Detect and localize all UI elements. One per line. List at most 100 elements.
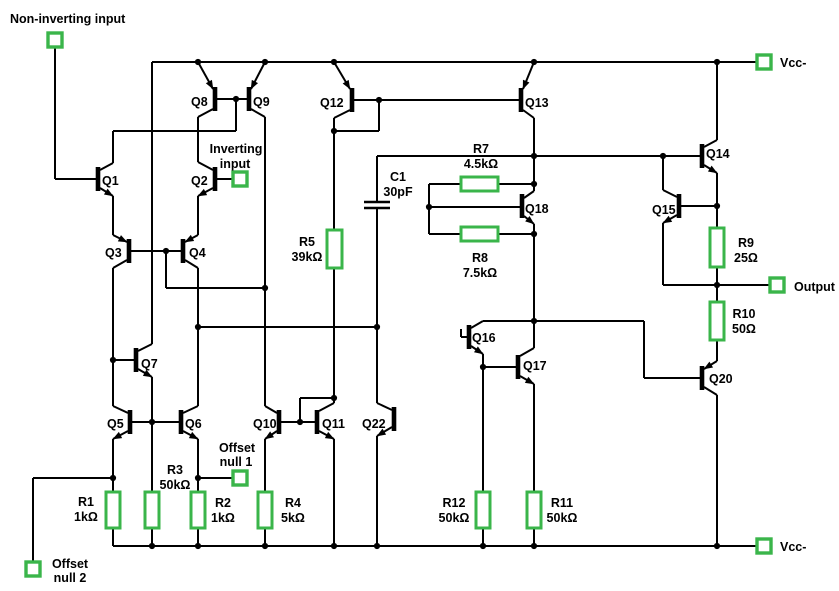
resistor-value: 7.5kΩ [463, 266, 497, 280]
terminal-pad [755, 537, 773, 555]
wire [197, 108, 214, 118]
resistor-body [104, 490, 122, 530]
junction-dot [194, 58, 202, 66]
wire [519, 347, 535, 357]
junction-dot [530, 152, 538, 160]
resistor-name: R12 [443, 496, 466, 510]
resistor-value: 50kΩ [547, 511, 578, 525]
wire [182, 405, 199, 414]
resistor-r1: R1 1kΩ [74, 490, 122, 530]
resistor-value: 1kΩ [74, 510, 98, 524]
emitter [197, 187, 214, 197]
wire [333, 109, 351, 119]
junction-dot [713, 202, 721, 210]
wire [703, 139, 718, 148]
transistor-q3: Q3 [105, 234, 181, 269]
junction-dot [713, 542, 721, 550]
transistor-label: Q6 [185, 417, 202, 431]
emitter [184, 234, 199, 243]
transistor-label: Q5 [107, 417, 124, 431]
terminals: Non-inverting input Inverting input Vcc-… [10, 12, 836, 585]
terminal-label: Non-inverting input [10, 12, 126, 26]
emitter [519, 375, 535, 385]
transistor-q15: Q15 [652, 189, 717, 224]
resistor-value: 39kΩ [292, 250, 323, 264]
junction-dot [713, 58, 721, 66]
junction-dots [109, 58, 721, 550]
junction-dot [194, 323, 202, 331]
emitter [662, 214, 678, 224]
resistor-r9: R9 25Ω [708, 226, 758, 269]
resistor-name: R2 [215, 496, 231, 510]
junction-dot [261, 542, 269, 550]
wire [523, 190, 535, 199]
junction-dot [530, 542, 538, 550]
wire [318, 402, 335, 412]
resistor-body [708, 226, 726, 269]
resistor-r12: R12 50kΩ [439, 490, 492, 530]
terminal-pad [24, 560, 42, 578]
transistor-q17: Q17 [515, 347, 547, 385]
transistors: Q1 Q2 Q3 Q4 Q5 [55, 61, 733, 440]
transistor-q18: Q18 [519, 190, 549, 225]
wire [99, 162, 114, 171]
terminal-pad [768, 276, 786, 294]
transistor-q9: Q9 [246, 61, 270, 118]
junction-dot [162, 247, 170, 255]
resistor-body [256, 490, 274, 530]
capacitor-name: C1 [390, 170, 406, 184]
terminal-pad [46, 31, 64, 49]
transistor-label: Q17 [523, 359, 547, 373]
terminal-offset-null-2: Offset null 2 [24, 557, 89, 585]
resistor-value: 4.5kΩ [464, 157, 498, 171]
transistor-q7: Q7 [113, 343, 158, 378]
wire [137, 343, 153, 352]
transistor-label: Q13 [525, 96, 549, 110]
transistor-q14: Q14 [663, 139, 730, 174]
emitter [182, 430, 199, 440]
wire [703, 386, 718, 396]
transistor-label: Q1 [102, 174, 119, 188]
junction-dot [109, 474, 117, 482]
transistor-q16: Q16 [466, 320, 496, 355]
junction-dot [713, 281, 721, 289]
transistor-q5: Q5 [107, 405, 179, 440]
transistor-q22: Q22 [362, 402, 397, 437]
resistor-r10: R10 50Ω [708, 300, 756, 342]
emitter [112, 234, 128, 243]
terminal-label: Vcc- [780, 540, 806, 554]
junction-dot [479, 363, 487, 371]
transistor-label: Q15 [652, 203, 676, 217]
transistor-q10: Q10 [253, 405, 315, 440]
terminal-label: Offset [52, 557, 89, 571]
terminal-label: null 2 [54, 571, 87, 585]
resistor-body [708, 300, 726, 342]
junction-dot [530, 317, 538, 325]
resistor-body [189, 490, 207, 530]
resistor-r2: R2 1kΩ [189, 490, 235, 530]
resistor-value: 50kΩ [160, 478, 191, 492]
terminal-inverting-input: Inverting input [210, 142, 263, 188]
emitter [318, 430, 335, 440]
transistor-q13: Q13 [518, 61, 549, 119]
transistor-label: Q20 [709, 372, 733, 386]
resistor-value: 50Ω [732, 322, 756, 336]
transistor-label: Q10 [253, 417, 277, 431]
terminal-pad [755, 53, 773, 71]
transistor-label: Q8 [191, 95, 208, 109]
resistor-name: R7 [473, 142, 489, 156]
resistor-name: R1 [78, 495, 94, 509]
terminal-offset-null-1: Offset null 1 [219, 441, 256, 487]
wire [184, 259, 199, 269]
transistor-q11: Q11 [314, 402, 345, 440]
terminal-pad [231, 469, 249, 487]
resistor-value: 5kΩ [281, 511, 305, 525]
resistor-r7: R7 4.5kΩ [459, 142, 500, 193]
transistor-q4: Q4 [180, 234, 206, 269]
resistor-body [325, 228, 344, 270]
transistor-label: Q9 [253, 95, 270, 109]
junction-dot [109, 356, 117, 364]
terminal-non-inverting-input: Non-inverting input [10, 12, 126, 49]
terminal-label: Inverting [210, 142, 263, 156]
